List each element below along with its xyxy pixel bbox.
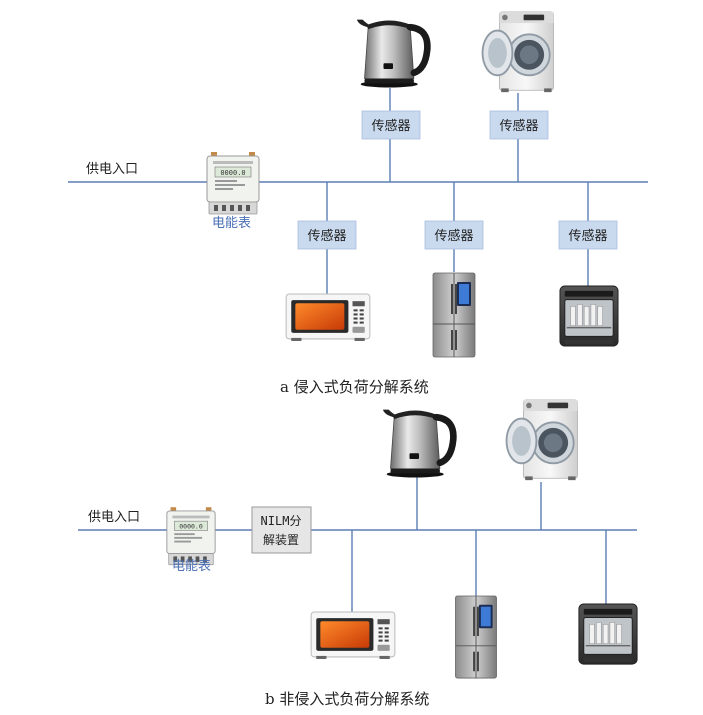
sensor-label: 传感器 bbox=[434, 228, 473, 244]
nilm-device: NILM分 解装置 bbox=[251, 506, 312, 554]
nilm-label-line1: NILM分 bbox=[261, 514, 302, 528]
refrigerator-icon bbox=[454, 595, 498, 679]
sensor-washer: 传感器 bbox=[489, 110, 549, 140]
dishwasher-icon bbox=[578, 603, 638, 665]
sensor-label: 传感器 bbox=[499, 118, 538, 134]
electric-kettle-icon bbox=[357, 20, 427, 88]
refrigerator-icon bbox=[432, 272, 476, 358]
microwave-oven-icon bbox=[310, 611, 396, 660]
intrusive-system: 供电入口 电能表 传感器 传感器 传感器 传感器 传感器 bbox=[68, 10, 648, 396]
dishwasher-icon bbox=[559, 285, 619, 347]
sensor-dishwasher: 传感器 bbox=[558, 220, 618, 250]
supply-entrance-label-a: 供电入口 bbox=[86, 162, 138, 177]
caption-b: b 非侵入式负荷分解系统 bbox=[265, 690, 429, 708]
sensor-label: 传感器 bbox=[371, 118, 410, 134]
meter-label-b: 电能表 bbox=[172, 559, 211, 574]
sensor-kettle: 传感器 bbox=[361, 110, 421, 140]
washing-machine-icon bbox=[505, 398, 579, 482]
supply-entrance-label-b: 供电入口 bbox=[88, 510, 140, 525]
sensor-fridge: 传感器 bbox=[424, 220, 484, 250]
sensor-microwave: 传感器 bbox=[297, 220, 357, 250]
meter-label-a: 电能表 bbox=[212, 216, 251, 231]
washing-machine-icon bbox=[481, 10, 555, 94]
electric-meter-icon-b bbox=[166, 506, 216, 566]
non-intrusive-system: 供电入口 电能表 NILM分 解装置 b 非侵入式负荷分解系统 bbox=[78, 398, 638, 708]
electric-kettle-icon bbox=[383, 410, 453, 478]
sensor-label: 传感器 bbox=[307, 228, 346, 244]
electric-meter-icon-a bbox=[206, 151, 260, 215]
microwave-oven-icon bbox=[285, 293, 371, 342]
sensor-label: 传感器 bbox=[568, 228, 607, 244]
nilm-label-line2: 解装置 bbox=[263, 533, 299, 547]
caption-a: a 侵入式负荷分解系统 bbox=[280, 378, 429, 396]
